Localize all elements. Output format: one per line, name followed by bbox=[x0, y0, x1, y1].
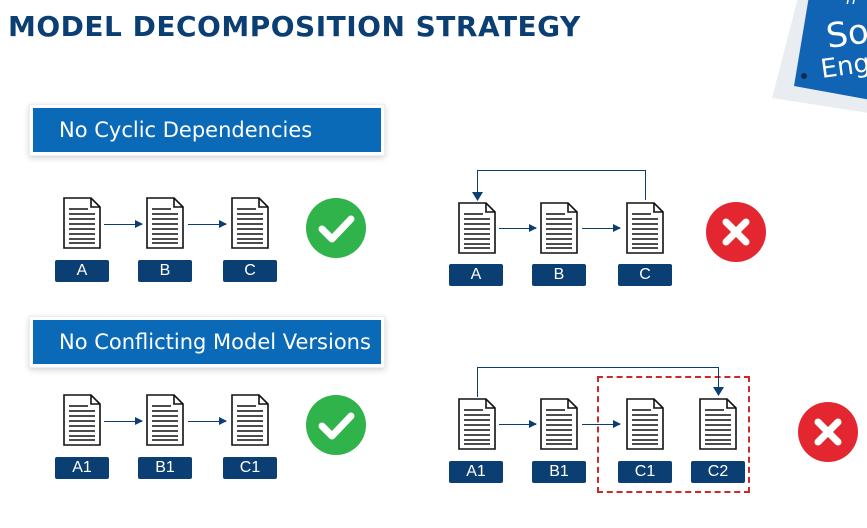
arrow-b1-to-c1 bbox=[188, 417, 227, 425]
check-icon bbox=[306, 395, 366, 455]
logo-text-top: n bbox=[846, 0, 856, 8]
document-icon bbox=[626, 202, 664, 254]
banner-no-cyclic-dependencies: No Cyclic Dependencies bbox=[30, 105, 384, 155]
document-icon bbox=[540, 398, 578, 450]
document-icon bbox=[63, 394, 101, 446]
link-arrowhead bbox=[713, 387, 724, 396]
label-c1: C1 bbox=[223, 457, 277, 479]
document-icon bbox=[540, 202, 578, 254]
label-b: B bbox=[532, 264, 586, 286]
link-line-left bbox=[477, 367, 478, 397]
document-icon bbox=[626, 398, 664, 450]
label-b1: B1 bbox=[138, 457, 192, 479]
arrow-a1-to-b1 bbox=[499, 420, 537, 428]
arrow-b1-to-c1 bbox=[582, 420, 621, 428]
label-b: B bbox=[138, 260, 192, 282]
label-c: C bbox=[223, 260, 277, 282]
cycle-line-right bbox=[645, 170, 646, 200]
arrow-b-to-c bbox=[582, 224, 621, 232]
document-icon bbox=[63, 197, 101, 249]
cross-icon bbox=[798, 402, 858, 462]
document-icon bbox=[146, 394, 184, 446]
document-icon bbox=[458, 202, 496, 254]
cross-icon bbox=[706, 202, 766, 262]
label-a1: A1 bbox=[55, 457, 109, 479]
banner-no-conflicting-model-versions: No Conflicting Model Versions bbox=[30, 317, 384, 367]
label-a1: A1 bbox=[449, 461, 503, 483]
conflict-highlight-box bbox=[597, 376, 750, 493]
document-icon bbox=[699, 398, 737, 450]
arrow-b-to-c bbox=[188, 220, 227, 228]
document-icon bbox=[231, 197, 269, 249]
label-c2: C2 bbox=[691, 461, 745, 483]
label-a: A bbox=[449, 264, 503, 286]
cycle-arrowhead bbox=[472, 192, 483, 201]
document-icon bbox=[231, 394, 269, 446]
logo-corner: n So Eng bbox=[772, 0, 867, 115]
cycle-line-top bbox=[477, 170, 645, 171]
label-c: C bbox=[618, 264, 672, 286]
link-line-top bbox=[477, 367, 719, 368]
logo-text-line2: Eng bbox=[819, 48, 867, 85]
document-icon bbox=[458, 398, 496, 450]
label-c1: C1 bbox=[618, 461, 672, 483]
arrow-a1-to-b1 bbox=[104, 417, 143, 425]
arrow-a-to-b bbox=[104, 220, 143, 228]
check-icon bbox=[306, 198, 366, 258]
arrow-a-to-b bbox=[499, 224, 537, 232]
link-line-right bbox=[718, 367, 719, 389]
cycle-line-left bbox=[477, 170, 478, 194]
document-icon bbox=[146, 197, 184, 249]
label-b1: B1 bbox=[532, 461, 586, 483]
label-a: A bbox=[55, 260, 109, 282]
page-title: MODEL DECOMPOSITION STRATEGY bbox=[8, 10, 581, 43]
logo-text-line1: So bbox=[824, 11, 867, 57]
